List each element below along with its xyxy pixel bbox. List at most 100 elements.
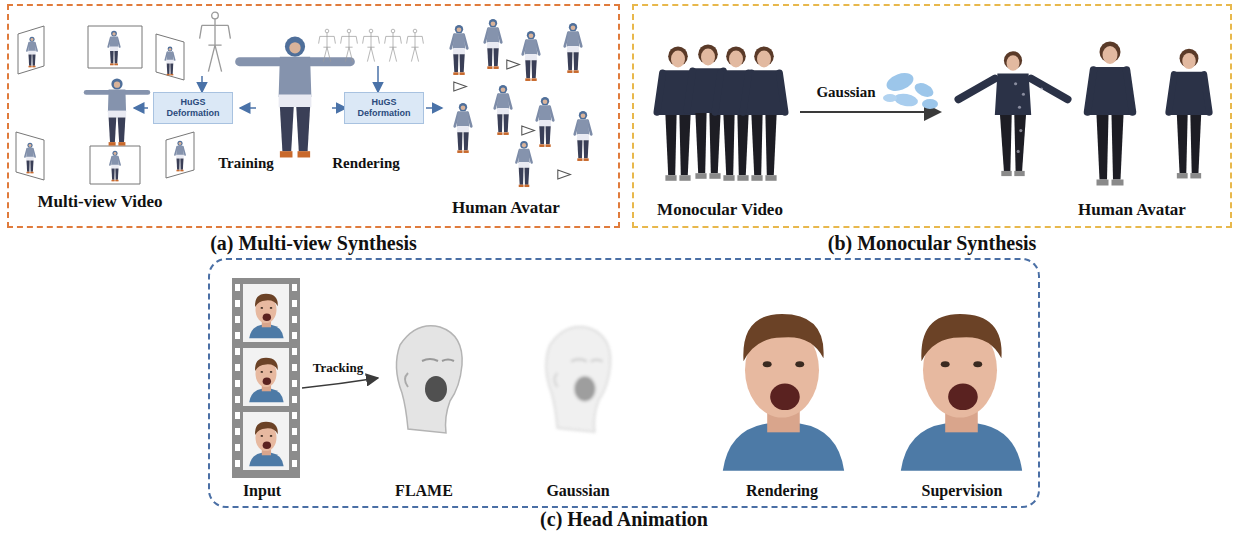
gaussian-arrow bbox=[800, 111, 940, 113]
figure-label: Gaussian bbox=[816, 84, 875, 101]
avatar-figures bbox=[575, 111, 592, 161]
figure-label: Input bbox=[243, 482, 281, 500]
monocular-avatar bbox=[1088, 42, 1133, 186]
skeleton bbox=[200, 12, 424, 71]
avatar-figures bbox=[516, 141, 531, 187]
film-strip bbox=[235, 444, 240, 451]
film-strip bbox=[235, 364, 240, 371]
camera-frame bbox=[156, 34, 184, 80]
camera-frame bbox=[18, 26, 44, 74]
figure-label: Monocular Video bbox=[657, 200, 783, 220]
skeleton bbox=[363, 29, 380, 61]
monocular-frames bbox=[657, 44, 785, 180]
figure-label: Training bbox=[218, 155, 274, 172]
panel-frame: (c) Head Animation bbox=[208, 258, 1040, 508]
flow-arrow bbox=[377, 66, 379, 92]
supervision-head bbox=[901, 314, 1022, 471]
film-strip bbox=[249, 358, 283, 403]
skeleton bbox=[200, 12, 231, 71]
monocular-frames bbox=[743, 46, 785, 180]
avatar-figures bbox=[558, 170, 571, 179]
film-strip bbox=[235, 348, 240, 355]
film-strip bbox=[292, 364, 297, 371]
film-strip bbox=[249, 422, 283, 467]
process-box: HuGS Deformation bbox=[153, 92, 233, 124]
skeleton bbox=[319, 29, 336, 61]
film-strip bbox=[243, 284, 289, 342]
gaussian-head bbox=[546, 327, 610, 432]
supervision-head bbox=[901, 314, 1022, 471]
avatar-figures bbox=[451, 25, 468, 75]
avatar-figures bbox=[495, 85, 512, 135]
flame-mesh bbox=[396, 326, 462, 433]
multiview-figure bbox=[86, 78, 148, 145]
panel-caption: (b) Monocular Synthesis bbox=[828, 232, 1037, 255]
avatar-figures bbox=[455, 103, 472, 153]
panel-caption: (a) Multi-view Synthesis bbox=[210, 232, 417, 255]
skeleton bbox=[385, 29, 402, 61]
avatar-figures bbox=[565, 23, 582, 73]
monocular-avatar bbox=[1169, 49, 1210, 179]
monocular-frames bbox=[657, 46, 699, 180]
figure-label: Supervision bbox=[922, 482, 1003, 500]
flow-arrow bbox=[201, 76, 203, 92]
tracking-arrow bbox=[302, 378, 378, 388]
box-text: HuGS Deformation bbox=[352, 97, 416, 119]
skeleton bbox=[341, 29, 358, 61]
camera-person bbox=[25, 143, 35, 174]
flow-arrow bbox=[240, 107, 256, 109]
film-strip bbox=[235, 332, 240, 339]
camera-person bbox=[165, 47, 175, 76]
figure-label: Rendering bbox=[332, 155, 400, 172]
film-strip bbox=[235, 316, 240, 323]
film-strip bbox=[292, 428, 297, 435]
avatar-figures bbox=[451, 19, 592, 187]
gaussian-arrow bbox=[884, 70, 916, 95]
film-strip bbox=[235, 460, 240, 467]
film-strip bbox=[235, 428, 240, 435]
camera-frame bbox=[90, 146, 140, 184]
gaussian-arrow bbox=[800, 70, 940, 112]
panel-frame: (b) Monocular Synthesis bbox=[632, 4, 1232, 228]
camera-person bbox=[27, 37, 37, 68]
figure-label: Multi-view Video bbox=[37, 192, 162, 212]
avatar-figures bbox=[507, 60, 520, 69]
avatar-figures bbox=[523, 31, 540, 81]
camera-frame bbox=[88, 26, 142, 68]
film-strip bbox=[232, 278, 300, 478]
process-box: HuGS Deformation bbox=[344, 92, 424, 124]
gaussian-arrow bbox=[922, 99, 938, 109]
camera-person bbox=[108, 31, 120, 66]
figure-label: FLAME bbox=[395, 482, 453, 500]
gaussian-head bbox=[546, 327, 610, 432]
box-text: HuGS Deformation bbox=[161, 97, 225, 119]
film-strip bbox=[292, 396, 297, 403]
rendered-head bbox=[723, 314, 844, 471]
camera-frame bbox=[166, 132, 194, 178]
canonical-figure bbox=[240, 37, 351, 158]
film-strip bbox=[235, 300, 240, 307]
film-strip bbox=[235, 380, 240, 387]
film-strip bbox=[249, 294, 283, 339]
skeleton bbox=[407, 29, 424, 61]
camera-person bbox=[175, 141, 185, 172]
film-strip bbox=[292, 348, 297, 355]
figure-label: Human Avatar bbox=[452, 198, 560, 218]
gaussian-arrow bbox=[912, 80, 935, 99]
figure-label: Gaussian bbox=[546, 482, 609, 500]
avatar-figures bbox=[485, 19, 502, 69]
film-strip bbox=[243, 348, 289, 406]
film-strip bbox=[292, 284, 297, 291]
monocular-avatar bbox=[958, 42, 1209, 186]
gaussian-arrow bbox=[893, 92, 919, 108]
film-strip bbox=[235, 284, 240, 291]
multiview-figure bbox=[86, 78, 148, 145]
film-strip bbox=[232, 278, 300, 478]
flame-mesh bbox=[396, 326, 462, 433]
avatar-figures bbox=[537, 97, 554, 147]
film-strip bbox=[292, 444, 297, 451]
film-strip bbox=[292, 380, 297, 387]
figure-label: Tracking bbox=[313, 360, 363, 376]
